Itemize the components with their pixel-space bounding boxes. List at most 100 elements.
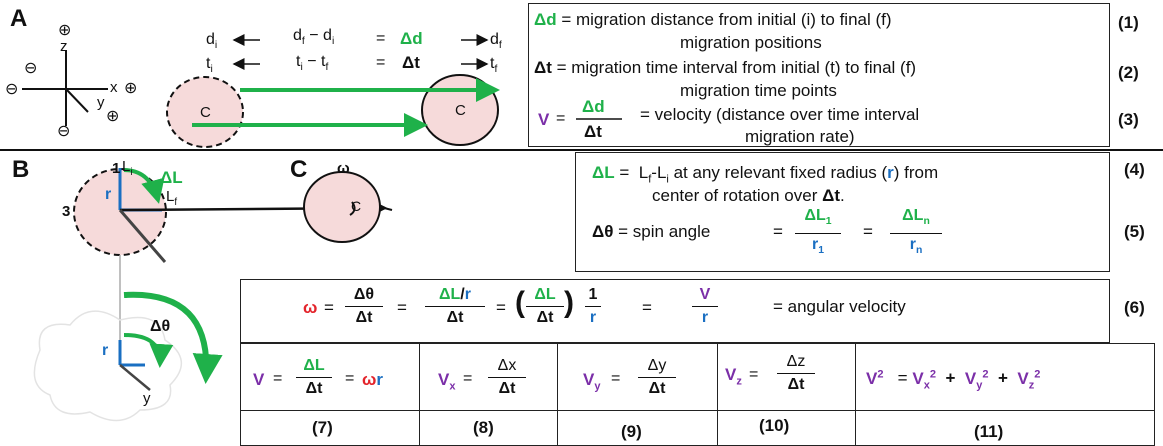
row-col-divider-4 (855, 343, 856, 446)
row-col-divider-3 (717, 343, 718, 446)
def3-num: Δd (582, 97, 605, 116)
axis-z-plus: ⊕ (58, 22, 72, 39)
axis-x-minus-top: ⊖ (24, 60, 38, 77)
eq6-eq1: = (324, 298, 334, 317)
label-r-bottom: r (102, 342, 109, 359)
label-one: 1 (112, 160, 121, 177)
label-c-spin: C (351, 198, 362, 214)
row-col-divider-1 (419, 343, 420, 446)
eq5-frac-2: ΔLn rn (890, 206, 942, 261)
label-df: df (490, 31, 502, 52)
eq6-eq3: = (496, 298, 506, 317)
definitions-box (528, 3, 1110, 147)
def3-v: V (538, 110, 550, 129)
delta-l-arc (123, 168, 165, 204)
eq7-v: V (253, 370, 265, 389)
axis-z-minus: ⊖ (57, 123, 71, 140)
eq5-left: Δθ = spin angle (592, 222, 711, 241)
delta-t-label: Δt (402, 53, 420, 72)
eq7-omega-r: ωr (362, 370, 383, 389)
eq6-rparen: ) (564, 286, 574, 319)
axis-z-label: z (60, 38, 68, 55)
big-theta-arc (123, 291, 223, 384)
panel-b-label: B (12, 156, 30, 183)
eq1-number: (1) (1118, 13, 1139, 32)
eq9-vy: Vy (583, 370, 601, 393)
eq8-eq: = (463, 370, 473, 387)
eq6-omega: ω (303, 298, 318, 317)
eq7-eq2: = (345, 370, 355, 387)
eq4-line: ΔL = Lf-Li at any relevant fixed radius … (592, 163, 939, 186)
eq9-eq: = (611, 370, 621, 387)
y-stub (118, 209, 167, 263)
label-di: di (206, 31, 218, 52)
axes-cross (22, 50, 108, 126)
eq10-vz: Vz (725, 365, 742, 388)
label-delta-l: ΔL (160, 168, 183, 187)
velocity-row-box (240, 343, 1155, 446)
axis-x-minus: ⊖ (5, 81, 19, 98)
eq10-eq: = (749, 366, 759, 383)
eq11-number: (11) (974, 422, 1004, 441)
eq4-number: (4) (1124, 160, 1145, 179)
lower-y-arm (119, 364, 151, 391)
label-delta-theta: Δθ (150, 318, 171, 335)
small-theta-arc (123, 333, 174, 368)
def-line-3b: migration rate) (745, 127, 855, 146)
eq5-frac-1: ΔL1 r1 (795, 206, 841, 261)
eq-sign-1: = (376, 30, 386, 47)
eq5-eq2: = (863, 222, 873, 241)
label-df-minus-di: df − di (293, 27, 335, 48)
eq-sign-2: = (376, 54, 386, 71)
axis-y-plus: ⊕ (106, 108, 120, 125)
eq8-vx: Vx (438, 370, 456, 393)
label-r-top: r (105, 186, 112, 203)
label-tf: tf (490, 55, 498, 76)
axis-y-label: y (97, 94, 105, 111)
eq8-number: (8) (473, 418, 494, 437)
label-ti-minus-tf: ti − tf (296, 53, 329, 74)
label-li: Li (122, 158, 133, 178)
eq9-number: (9) (621, 422, 642, 441)
panel-a-label: A (10, 5, 28, 32)
eq5-eq1: = (773, 222, 783, 241)
panel-c-label: C (290, 156, 308, 183)
label-ti: ti (206, 55, 213, 76)
eq6-eq2: = (397, 298, 407, 317)
eq7-eq: = (273, 370, 283, 387)
cell-initial-label: C (200, 104, 211, 121)
def-line-1b: migration positions (680, 33, 822, 52)
eq2-number: (2) (1118, 63, 1139, 82)
small-arrows (232, 34, 489, 70)
row-col-divider-2 (557, 343, 558, 446)
label-lf: Lf (166, 188, 178, 208)
axis-x-label: x (110, 79, 118, 96)
faint-cloud (33, 310, 182, 422)
spin-loop (349, 201, 356, 216)
eq6-eq4: = (642, 298, 652, 317)
def-line-1: Δd = migration distance from initial (i)… (534, 10, 892, 29)
axis-x-plus: ⊕ (124, 80, 138, 97)
spin-box (575, 152, 1110, 272)
eq10-number: (10) (759, 416, 790, 435)
eq6-lparen: ( (515, 286, 525, 319)
row-mid-divider (240, 410, 1155, 411)
eq7-number: (7) (312, 418, 333, 437)
delta-d-label: Δd (400, 29, 423, 48)
eq11-line: V2 = Vx2 + Vy2 + Vz2 (866, 368, 1041, 392)
def-line-3: = velocity (distance over time interval (640, 105, 920, 124)
eq4-line-2: center of rotation over Δt. (652, 186, 845, 205)
cell-spinning (303, 171, 381, 243)
label-three: 3 (62, 203, 71, 220)
def-line-2b: migration time points (680, 81, 837, 100)
